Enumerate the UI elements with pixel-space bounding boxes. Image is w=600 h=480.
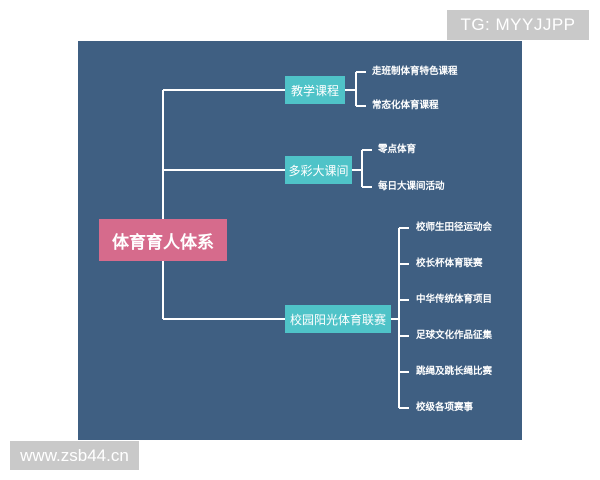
branch-node-campus-league: 校园阳光体育联赛 (285, 305, 391, 333)
leaf-node: 足球文化作品征集 (416, 330, 493, 341)
watermark-top: TG: MYYJJPP (447, 10, 589, 40)
leaf-node: 校长杯体育联赛 (416, 258, 483, 269)
leaf-node: 校师生田径运动会 (416, 222, 493, 233)
watermark-bottom: www.zsb44.cn (10, 441, 139, 470)
root-node: 体育育人体系 (99, 219, 227, 261)
leaf-node: 常态化体育课程 (372, 100, 439, 111)
leaf-node: 每日大课间活动 (378, 181, 445, 192)
leaf-node: 中华传统体育项目 (416, 294, 493, 305)
branch-node-recess-activities: 多彩大课间 (285, 156, 352, 184)
branch-node-teaching-courses: 教学课程 (285, 76, 345, 104)
leaf-node: 走班制体育特色课程 (372, 66, 458, 77)
leaf-node: 跳绳及跳长绳比赛 (416, 366, 493, 377)
leaf-node: 校级各项赛事 (416, 402, 474, 413)
leaf-node: 零点体育 (378, 144, 417, 155)
